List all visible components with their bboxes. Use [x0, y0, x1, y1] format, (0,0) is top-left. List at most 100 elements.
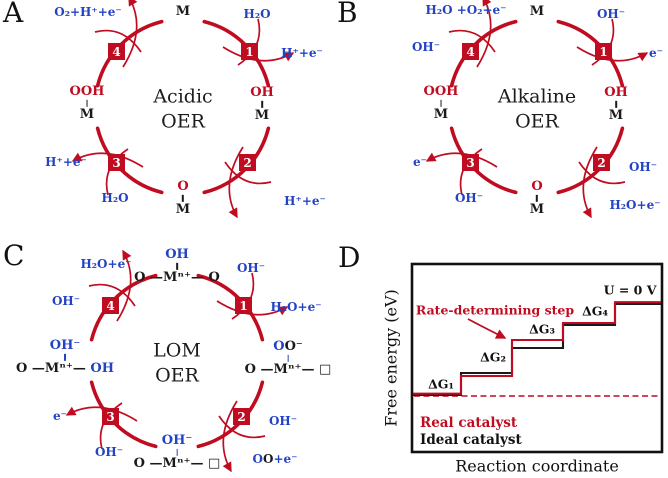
- step-4-badge: 4: [102, 297, 119, 314]
- panel-label-c: C: [3, 239, 25, 272]
- step-1-input-label: H₂O: [243, 7, 271, 21]
- x-axis-label: Reaction coordinate: [455, 456, 619, 476]
- structure-text: O —Mⁿ⁺— O: [134, 269, 220, 285]
- panel-acidic-oer: A Acidic OER 1 2 3 4 H₂O H⁺+e⁻ H⁺+e⁻ H₂O…: [0, 0, 334, 239]
- step-3-badge: 3: [108, 154, 125, 171]
- structure-text: O —Mⁿ⁺— □: [133, 455, 221, 471]
- bond-line: [64, 353, 66, 361]
- title-line-1: Alkaline: [497, 85, 577, 108]
- ligand-text: O: [177, 178, 189, 194]
- species-bottom: OH⁻ O —Mⁿ⁺— □: [134, 434, 221, 470]
- species-right: OO⁻ O —Mⁿ⁺— □: [245, 340, 332, 376]
- ligand-text: O: [531, 178, 543, 194]
- title-line-2: OER: [161, 110, 205, 132]
- legend-real-catalyst: Real catalyst: [420, 415, 518, 431]
- ligand-text: OOH: [423, 83, 459, 99]
- delta-g1-label: ΔG₁: [428, 376, 454, 392]
- metal-text: M: [254, 107, 270, 123]
- step-2-output-label: OO+e⁻: [252, 452, 298, 466]
- step-3-input-label: OH⁻: [94, 445, 124, 459]
- step-4-badge: 4: [462, 43, 479, 60]
- species-bottom: O M: [530, 180, 544, 216]
- step-3-output-label: e⁻: [53, 409, 67, 423]
- step-4-input-label: OH⁻: [51, 294, 81, 308]
- panel-label-a: A: [3, 0, 24, 29]
- ligand-text: OH: [604, 84, 628, 100]
- step-3-badge: 3: [462, 154, 479, 171]
- ligand-text: OO⁻: [273, 338, 303, 354]
- metal-text: M: [608, 107, 624, 123]
- structure-text: O —Mⁿ⁺— OH: [16, 360, 114, 376]
- ligand-text: OH: [165, 246, 189, 262]
- panel-free-energy-diagram: D Free energy (eV) Reaction coordinate Δ…: [334, 239, 668, 478]
- step-4-output-label: H₂O+e⁻: [80, 257, 132, 271]
- potential-label: U = 0 V: [603, 282, 657, 298]
- title-line-2: OER: [515, 110, 559, 132]
- bond-line: [182, 194, 184, 202]
- bond-line: [176, 262, 178, 270]
- step-3-input-label: OH⁻: [454, 191, 484, 205]
- bond-line: [440, 99, 442, 107]
- bond-line: [287, 354, 289, 362]
- metal-text: M: [79, 106, 95, 122]
- step-2-output-label: H₂O+e⁻: [609, 198, 661, 212]
- species-text: M: [175, 4, 191, 20]
- ligand-text: OH⁻: [49, 337, 81, 353]
- acidic-oer-title: Acidic OER: [153, 84, 212, 133]
- metal-text: M: [529, 201, 545, 217]
- y-axis-label: Free energy (eV): [381, 289, 401, 427]
- step-4-badge: 4: [108, 43, 125, 60]
- step-2-badge: 2: [593, 154, 610, 171]
- delta-g3-label: ΔG₃: [529, 321, 555, 337]
- species-right: OH M: [604, 86, 628, 122]
- species-left: OOH M: [424, 85, 459, 121]
- species-bottom: O M: [176, 180, 190, 216]
- step-1-badge: 1: [235, 297, 252, 314]
- panel-label-b: B: [337, 0, 358, 29]
- legend-ideal-catalyst: Ideal catalyst: [420, 432, 522, 448]
- step-1-input-label: OH⁻: [236, 261, 266, 275]
- step-3-badge: 3: [102, 408, 119, 425]
- species-top: M: [176, 5, 190, 19]
- ligand-text: OH⁻: [161, 432, 193, 448]
- step-2-badge: 2: [239, 154, 256, 171]
- step-1-output-label: H₂O+e⁻: [270, 300, 322, 314]
- step-2-input-label: OH⁻: [628, 160, 658, 174]
- rate-determining-step-label: Rate-determining step: [415, 302, 575, 318]
- real-catalyst-steps: [413, 301, 661, 395]
- rds-arrow: [467, 318, 507, 339]
- title-line-2: OER: [155, 364, 199, 386]
- step-1-badge: 1: [241, 43, 258, 60]
- bond-line: [86, 99, 88, 107]
- panel-lom-oer: C LOM OER 1 2 3 4 OH⁻ H₂O+e⁻ OH⁻ OO+e⁻ O…: [0, 239, 334, 478]
- step-2-input-label: OH⁻: [268, 414, 298, 428]
- species-top: M: [530, 5, 544, 19]
- ligand-text: OH: [250, 84, 274, 100]
- bond-line: [615, 100, 617, 108]
- ligand-text: OOH: [69, 83, 105, 99]
- free-energy-plot: [410, 262, 664, 454]
- lom-oer-title: LOM OER: [153, 338, 201, 387]
- title-line-1: Acidic: [153, 85, 213, 108]
- bond-line: [176, 448, 178, 456]
- step-1-output-label: H⁺+e⁻: [281, 46, 323, 60]
- structure-text: O —Mⁿ⁺— □: [244, 361, 332, 377]
- species-top: OH O —Mⁿ⁺— O: [134, 248, 220, 284]
- step-2-badge: 2: [233, 408, 250, 425]
- delta-g2-label: ΔG₂: [480, 349, 506, 365]
- bond-line: [261, 100, 263, 108]
- step-3-input-label: H₂O: [101, 191, 129, 205]
- step-1-output-label: e⁻: [649, 46, 663, 60]
- step-1-input-label: OH⁻: [596, 7, 626, 21]
- delta-g4-label: ΔG₄: [582, 303, 608, 319]
- panel-alkaline-oer: B Alkaline OER 1 2 3 4 OH⁻ e⁻ OH⁻ H₂O+e⁻…: [334, 0, 668, 239]
- alkaline-oer-title: Alkaline OER: [498, 84, 576, 133]
- metal-text: M: [175, 201, 191, 217]
- step-3-output-label: e⁻: [413, 155, 427, 169]
- panel-label-d: D: [338, 241, 361, 274]
- species-text: M: [529, 4, 545, 20]
- bond-line: [536, 194, 538, 202]
- plot-frame: [410, 262, 664, 454]
- step-4-input-label: OH⁻: [411, 40, 441, 54]
